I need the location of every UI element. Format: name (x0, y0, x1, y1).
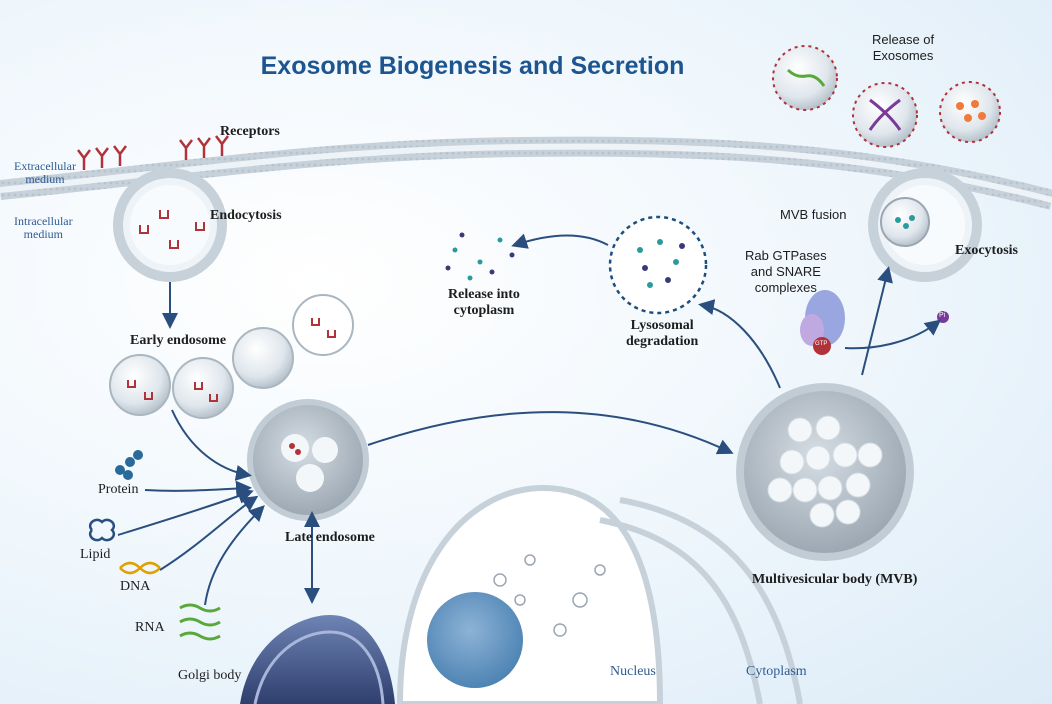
label-receptors: Receptors (220, 124, 280, 139)
early-endosome-vesicles (109, 294, 354, 419)
diagram-title: Exosome Biogenesis and Secretion (260, 52, 685, 80)
exocytosis-pit (868, 168, 982, 282)
released-exosomes (772, 45, 1001, 148)
golgi-body (240, 615, 395, 704)
label-late-endosome: Late endosome (285, 530, 375, 545)
label-nucleus: Nucleus (610, 664, 656, 679)
label-exocytosis: Exocytosis (955, 243, 1018, 258)
endocytosis-pit (113, 168, 227, 282)
late-endosome-vesicle (247, 399, 369, 521)
protein-molecule (115, 450, 143, 480)
label-endocytosis: Endocytosis (210, 208, 282, 223)
rab-snare-protein (800, 290, 949, 355)
lysosome (608, 215, 708, 315)
label-mvb: Multivesicular body (MVB) (752, 572, 918, 587)
label-cytoplasm: Cytoplasm (746, 664, 807, 679)
receptors (77, 135, 229, 170)
rna-molecule (179, 603, 221, 641)
nucleus-region (396, 484, 803, 704)
label-early-endosome: Early endosome (130, 333, 227, 348)
label-rna: RNA (135, 620, 165, 635)
label-protein: Protein (98, 482, 139, 497)
label-lipid: Lipid (80, 547, 111, 562)
label-dna: DNA (120, 579, 151, 594)
process-arrows (117, 233, 942, 606)
cytoplasm-debris (445, 232, 515, 281)
lipid-molecule (88, 518, 116, 542)
label-gtp: GTP (815, 341, 828, 347)
label-pi: Pi (939, 312, 946, 319)
label-golgi-body: Golgi body (178, 668, 242, 683)
mvb-vesicle (736, 383, 914, 561)
label-mvb-fusion: MVB fusion (780, 207, 847, 222)
dna-molecule (119, 561, 161, 575)
